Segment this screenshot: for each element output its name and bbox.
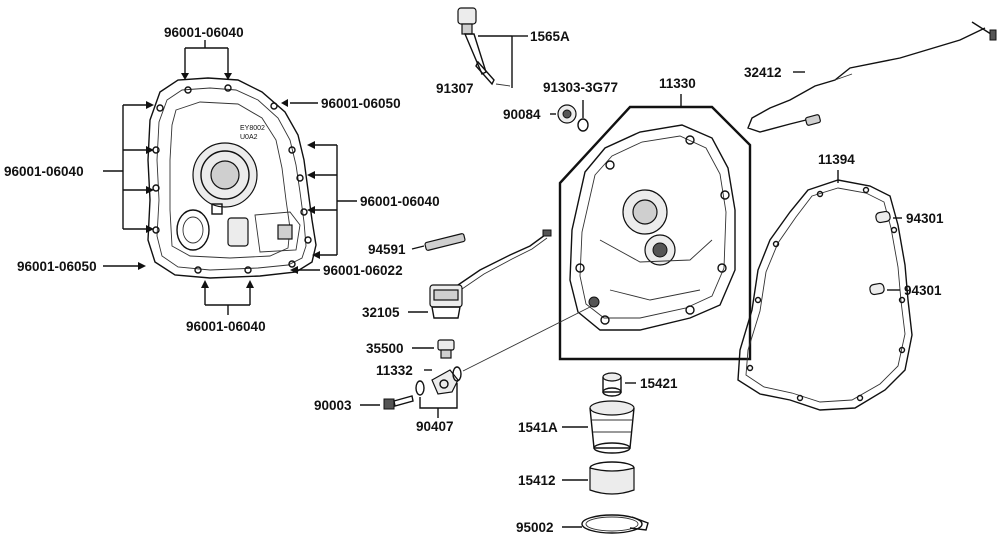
label-1541A: 1541A xyxy=(518,420,558,435)
o-rings xyxy=(415,366,462,418)
label-32105: 32105 xyxy=(362,305,400,320)
cover-stamp-line2: U0A2 xyxy=(240,134,258,141)
label-15421: 15421 xyxy=(640,376,678,391)
label-94591: 94591 xyxy=(368,242,406,257)
cover-gasket xyxy=(737,170,913,411)
label-94301-b: 94301 xyxy=(904,283,942,298)
label-11330: 11330 xyxy=(659,76,696,91)
label-94301-a: 94301 xyxy=(906,211,944,226)
outer-crankcase-cover: EY8002 U0A2 xyxy=(147,77,317,279)
oil-level-switch xyxy=(412,339,455,359)
label-35500: 35500 xyxy=(366,341,404,356)
bolt xyxy=(360,395,414,410)
clutch-housing-1541A xyxy=(562,400,635,454)
label-96001-06040-top: 96001-06040 xyxy=(164,25,244,40)
sensor-and-wire xyxy=(408,229,552,319)
label-1565A: 1565A xyxy=(530,29,570,44)
assembly-guide-line xyxy=(462,305,593,372)
label-90003: 90003 xyxy=(314,398,352,413)
drain-bolt-and-washer xyxy=(550,100,589,132)
label-11394: 11394 xyxy=(818,152,855,167)
crankcase-cover-assembly xyxy=(558,94,752,361)
label-96001-06040-right: 96001-06040 xyxy=(360,194,440,209)
label-90407: 90407 xyxy=(416,419,454,434)
label-96001-06050-top: 96001-06050 xyxy=(321,96,401,111)
label-15412: 15412 xyxy=(518,473,556,488)
label-96001-06050-left: 96001-06050 xyxy=(17,259,97,274)
label-11332: 11332 xyxy=(376,363,413,378)
label-95002: 95002 xyxy=(516,520,554,535)
elbow-fitting xyxy=(424,369,459,395)
dowel-pins xyxy=(869,210,902,296)
bushing-15421 xyxy=(602,372,636,397)
label-90084: 90084 xyxy=(503,107,541,122)
label-96001-06040-bottom: 96001-06040 xyxy=(186,319,266,334)
cover-stamp-line1: EY8002 xyxy=(240,125,265,132)
label-91307: 91307 xyxy=(436,81,474,96)
label-32412: 32412 xyxy=(744,65,782,80)
cover-leader-lines xyxy=(103,40,357,315)
hose-clamp-95002 xyxy=(562,514,649,534)
label-96001-06040-left: 96001-06040 xyxy=(4,164,84,179)
sleeve-15412 xyxy=(562,461,635,495)
speedometer-cable xyxy=(747,21,997,133)
oil-dipstick xyxy=(457,7,528,88)
label-91303-3G77: 91303-3G77 xyxy=(543,80,618,95)
label-96001-06022: 96001-06022 xyxy=(323,263,403,278)
